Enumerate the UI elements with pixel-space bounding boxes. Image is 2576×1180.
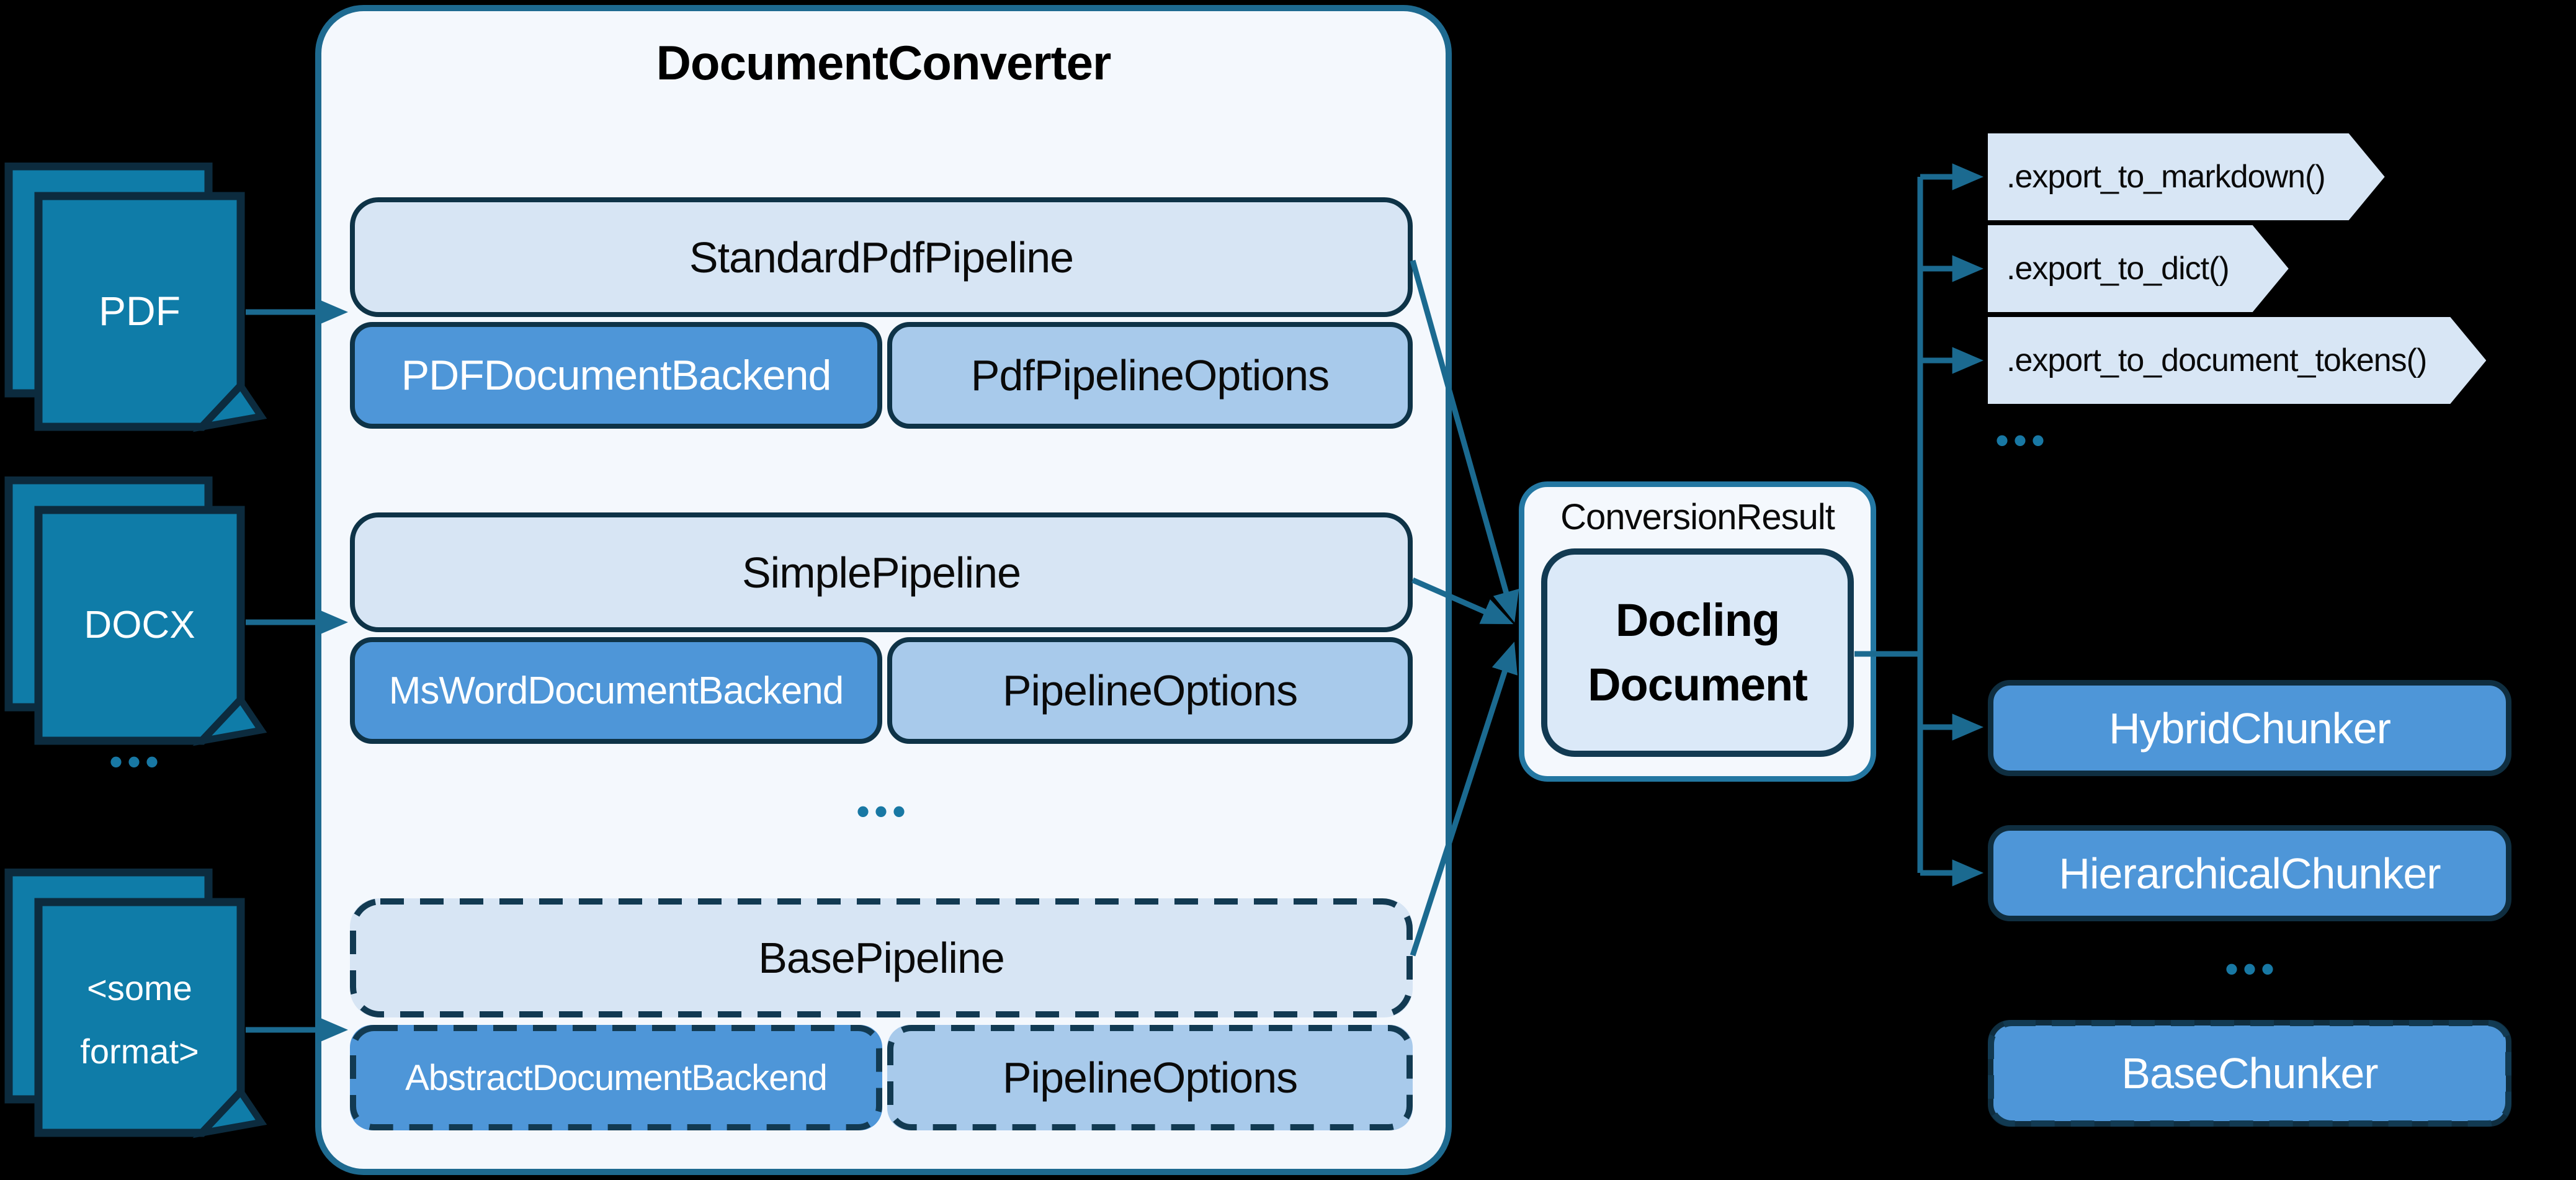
backend-abstractdocumentbackend-label: AbstractDocumentBackend: [405, 1057, 828, 1098]
options-pipelineoptions2-box: PipelineOptions: [887, 1025, 1413, 1130]
some-format-documents-icon: <some format>: [4, 869, 267, 1138]
docx-page-fold: [192, 694, 267, 746]
backend-pdfdocumentbackend-label: PDFDocumentBackend: [401, 352, 832, 399]
backend-msworddocumentbackend-label: MsWordDocumentBackend: [388, 669, 844, 712]
converter-ellipsis: •••: [856, 790, 911, 832]
pdf-label: PDF: [99, 288, 181, 334]
conversion-result-label: ConversionResult: [1560, 497, 1835, 537]
backend-msworddocumentbackend-box: MsWordDocumentBackend: [350, 637, 882, 744]
hybrid-chunker-label: HybridChunker: [2109, 704, 2391, 753]
pipeline-simplepipeline-box: SimplePipeline: [350, 512, 1413, 632]
docx-documents-icon: DOCX: [4, 476, 267, 746]
some-format-front-page: [34, 898, 245, 1137]
export-to-dict-label: .export_to_dict(): [2006, 251, 2229, 287]
pipeline-standardpdfpipeline-label: StandardPdfPipeline: [689, 233, 1074, 282]
options-pdfpipelineoptions-box: PdfPipelineOptions: [887, 322, 1413, 429]
pipeline-basepipeline-box: BasePipeline: [350, 898, 1413, 1017]
docling-document-line2: Document: [1588, 659, 1808, 710]
formats-ellipsis: •••: [109, 741, 164, 782]
hierarchical-chunker-label: HierarchicalChunker: [2059, 849, 2441, 898]
base-chunker-box: BaseChunker: [1988, 1020, 2511, 1127]
export-to-document-tokens-label: .export_to_document_tokens(): [2006, 342, 2427, 378]
export-to-markdown-label: .export_to_markdown(): [2006, 159, 2325, 195]
export-to-document-tokens-tag: .export_to_document_tokens(): [1988, 317, 2486, 404]
some-format-label-line2: format>: [80, 1032, 199, 1071]
pdf-page-fold: [192, 380, 267, 432]
document-converter-title: DocumentConverter: [656, 35, 1112, 90]
exports-ellipsis: •••: [1995, 419, 2050, 461]
docling-document-box: Docling Document: [1541, 548, 1854, 757]
docling-document-line1: Docling: [1615, 594, 1780, 646]
options-pdfpipelineoptions-label: PdfPipelineOptions: [970, 351, 1330, 400]
chunkers-ellipsis: •••: [2225, 948, 2279, 990]
base-chunker-label: BaseChunker: [2121, 1049, 2378, 1097]
some-format-page-fold: [192, 1086, 267, 1138]
options-pipelineoptions-label: PipelineOptions: [1002, 666, 1298, 715]
backend-abstractdocumentbackend-box: AbstractDocumentBackend: [350, 1025, 882, 1130]
hierarchical-chunker-box: HierarchicalChunker: [1988, 825, 2511, 921]
some-format-label-line1: <some: [87, 968, 192, 1008]
docx-label: DOCX: [84, 604, 195, 646]
pipeline-basepipeline-label: BasePipeline: [758, 934, 1005, 982]
pipeline-standardpdfpipeline-box: StandardPdfPipeline: [350, 197, 1413, 317]
options-pipelineoptions-box: PipelineOptions: [887, 637, 1413, 744]
options-pipelineoptions2-label: PipelineOptions: [1002, 1053, 1298, 1102]
export-to-markdown-tag: .export_to_markdown(): [1988, 133, 2385, 220]
pdf-documents-icon: PDF: [4, 163, 267, 432]
backend-pdfdocumentbackend-box: PDFDocumentBackend: [350, 322, 882, 429]
export-to-dict-tag: .export_to_dict(): [1988, 225, 2289, 312]
pipeline-simplepipeline-label: SimplePipeline: [741, 548, 1021, 597]
hybrid-chunker-box: HybridChunker: [1988, 680, 2511, 776]
